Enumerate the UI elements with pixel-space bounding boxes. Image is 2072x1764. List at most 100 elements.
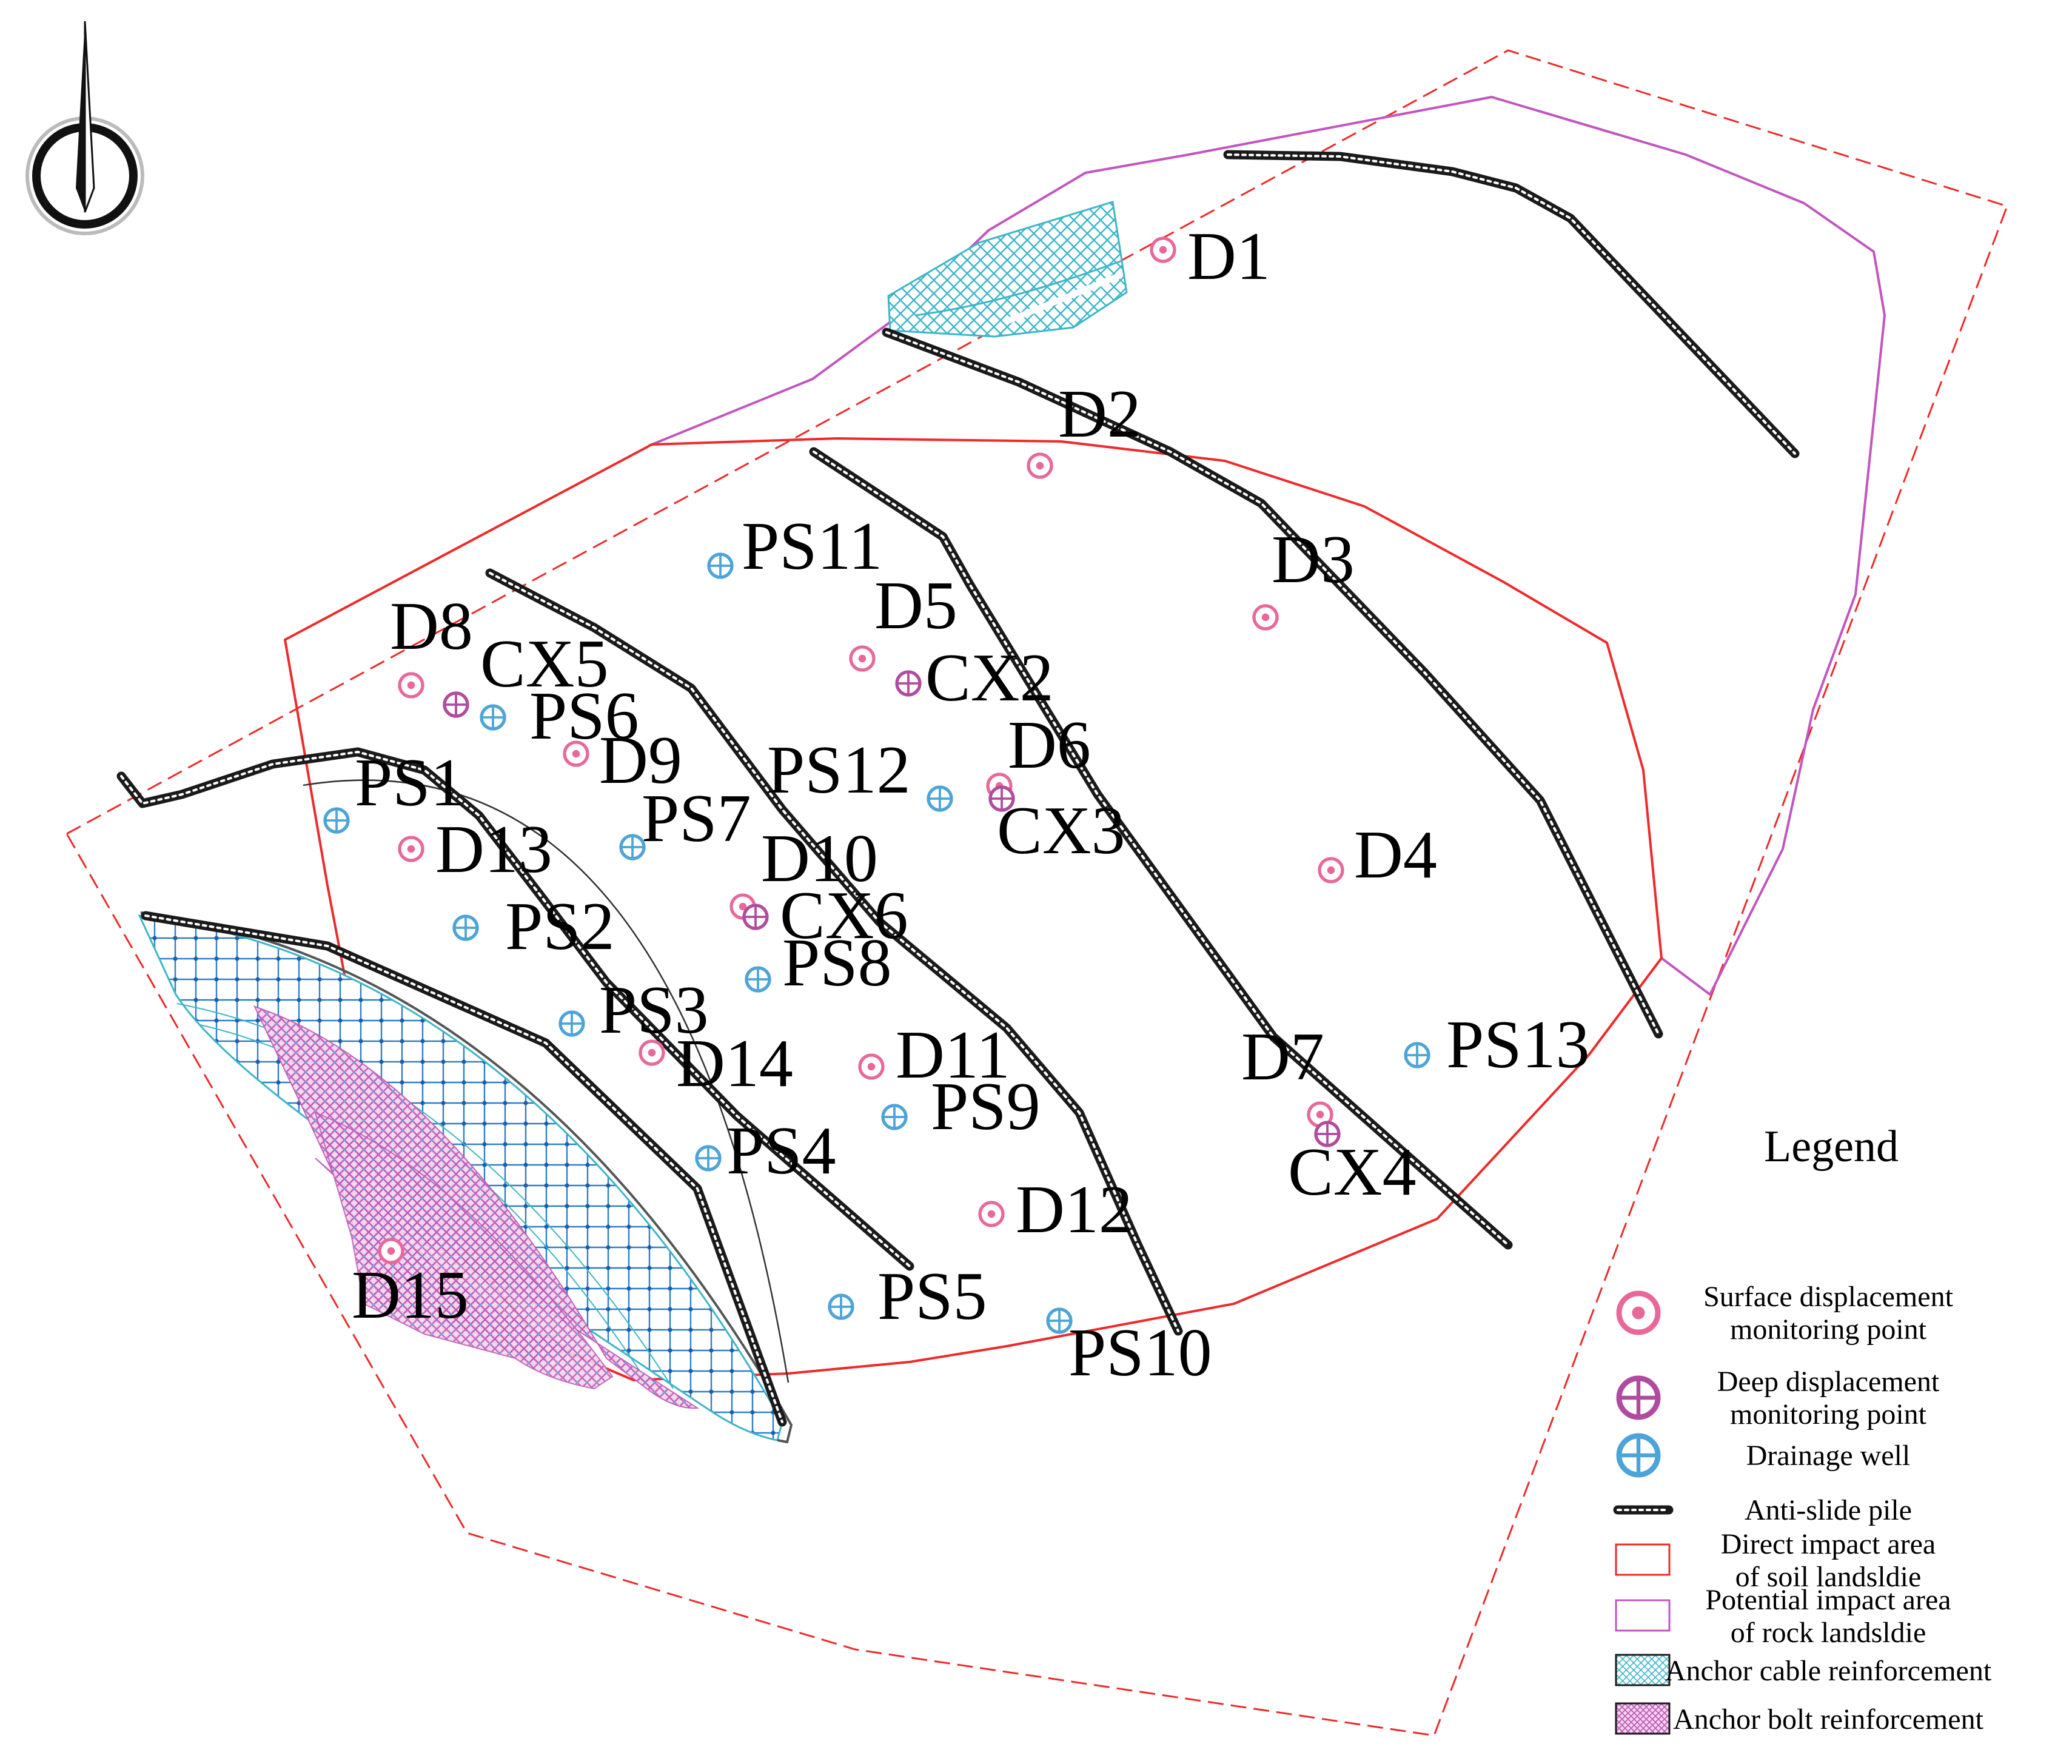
legend-label-rock: of rock landsldie <box>1731 1617 1926 1649</box>
point-label-ps13: PS13 <box>1446 1007 1590 1082</box>
north-arrow-icon <box>25 21 144 235</box>
legend-icon-deep[interactable] <box>1616 1375 1661 1420</box>
legend-label-rock: Potential impact area <box>1705 1584 1951 1616</box>
site-boundary <box>65 49 2008 1737</box>
point-label-ps11: PS11 <box>742 509 882 584</box>
legend-icon-soil <box>1615 1543 1671 1576</box>
legend-item-drainage: Drainage well <box>1616 1433 1911 1478</box>
point-marker-ps1[interactable] <box>323 807 350 834</box>
legend-label-cable: Anchor cable reinforcement <box>1665 1655 1992 1687</box>
legend-label-deep: monitoring point <box>1730 1398 1927 1430</box>
point-label-ps6: PS6 <box>529 679 639 754</box>
anti-slide-pile-4 <box>485 568 1183 1336</box>
reinforcement-guide-line <box>303 779 790 1383</box>
point-label-cx6: CX6 <box>780 878 908 953</box>
point-marker-d3[interactable] <box>1252 604 1279 631</box>
point-marker-d9[interactable] <box>563 740 589 767</box>
legend-item-cable: Anchor cable reinforcement <box>1615 1654 1992 1687</box>
point-marker-ps9[interactable] <box>881 1104 908 1130</box>
legend-icon-rock <box>1615 1599 1671 1632</box>
point-label-d12: D12 <box>1016 1172 1133 1247</box>
point-marker-d8[interactable] <box>398 672 424 699</box>
legend-label-soil: Direct impact area <box>1721 1528 1936 1560</box>
point-marker-d4[interactable] <box>1318 857 1344 884</box>
point-label-d6: D6 <box>1008 708 1091 783</box>
anchor-cable-reinforcement-top <box>887 201 1128 338</box>
point-label-ps8: PS8 <box>782 925 892 1001</box>
anti-slide-pile-6 <box>141 911 787 1427</box>
point-label-d2: D2 <box>1058 377 1141 452</box>
point-label-cx5: CX5 <box>480 626 609 702</box>
point-label-d14: D14 <box>676 1026 793 1101</box>
point-marker-ps2[interactable] <box>452 914 479 941</box>
legend-label-surface: monitoring point <box>1730 1313 1927 1346</box>
point-marker-cx6[interactable] <box>742 904 769 930</box>
point-marker-d5[interactable] <box>849 645 876 672</box>
point-label-ps12: PS12 <box>767 733 911 808</box>
legend-title: Legend <box>1764 1122 1899 1172</box>
point-marker-d11[interactable] <box>858 1053 885 1080</box>
point-marker-ps6[interactable] <box>480 704 506 731</box>
legend-label-bolt: Anchor bolt reinforcement <box>1673 1703 1983 1735</box>
legend-icon-drainage[interactable] <box>1616 1433 1661 1478</box>
legend-item-bolt: Anchor bolt reinforcement <box>1615 1702 1984 1735</box>
legend-icon-cable <box>1615 1654 1671 1686</box>
point-marker-cx3[interactable] <box>988 785 1015 812</box>
point-marker-ps13[interactable] <box>1404 1042 1430 1068</box>
point-label-d10: D10 <box>761 821 878 896</box>
point-marker-d14[interactable] <box>639 1039 665 1066</box>
point-label-ps7: PS7 <box>642 781 751 856</box>
point-label-d4: D4 <box>1354 817 1437 893</box>
point-marker-d1[interactable] <box>1150 236 1176 263</box>
legend-label-pile: Anti-slide pile <box>1745 1494 1912 1526</box>
point-label-d1: D1 <box>1187 219 1270 294</box>
point-label-ps2: PS2 <box>505 889 615 964</box>
point-marker-d2[interactable] <box>1027 452 1053 479</box>
legend-label-drainage: Drainage well <box>1746 1440 1911 1472</box>
point-marker-cx5[interactable] <box>443 691 469 718</box>
anti-slide-piles <box>116 150 1800 1427</box>
point-marker-d15[interactable] <box>378 1238 404 1264</box>
point-label-ps5: PS5 <box>877 1259 987 1334</box>
point-label-d7: D7 <box>1241 1019 1324 1095</box>
point-label-ps9: PS9 <box>931 1069 1041 1144</box>
anchor-bolt-reinforcement-lower <box>314 1112 614 1390</box>
point-marker-ps12[interactable] <box>927 785 953 812</box>
legend-label-deep: Deep displacement <box>1717 1366 1940 1398</box>
point-label-d11: D11 <box>896 1018 1010 1093</box>
point-label-cx4: CX4 <box>1288 1135 1417 1210</box>
point-marker-ps11[interactable] <box>707 552 734 579</box>
point-label-ps3: PS3 <box>599 973 709 1048</box>
point-marker-ps7[interactable] <box>619 834 646 860</box>
point-label-cx3: CX3 <box>997 793 1125 868</box>
anti-slide-pile-1 <box>1223 150 1800 458</box>
point-label-d15: D15 <box>352 1258 469 1333</box>
point-marker-d12[interactable] <box>978 1201 1005 1227</box>
point-marker-ps4[interactable] <box>695 1145 722 1172</box>
point-marker-cx2[interactable] <box>895 670 922 697</box>
point-marker-ps8[interactable] <box>745 966 771 993</box>
anti-slide-pile-2 <box>882 327 1663 1039</box>
legend-label-soil: of soil landsldie <box>1735 1561 1922 1593</box>
legend-icon-bolt <box>1615 1702 1671 1735</box>
legend-icon-surface[interactable] <box>1616 1290 1661 1335</box>
point-marker-cx4[interactable] <box>1314 1121 1341 1147</box>
legend-label-surface: Surface displacement <box>1703 1281 1953 1313</box>
point-label-d8: D8 <box>390 589 473 664</box>
point-label-cx2: CX2 <box>925 640 1054 716</box>
point-label-ps4: PS4 <box>726 1113 836 1189</box>
point-label-d13: D13 <box>435 812 552 887</box>
point-label-d5: D5 <box>874 568 957 643</box>
point-marker-ps10[interactable] <box>1046 1307 1073 1334</box>
point-marker-d13[interactable] <box>398 836 424 862</box>
point-marker-ps5[interactable] <box>828 1293 854 1320</box>
point-marker-ps3[interactable] <box>558 1010 585 1037</box>
point-label-d3: D3 <box>1272 522 1355 597</box>
